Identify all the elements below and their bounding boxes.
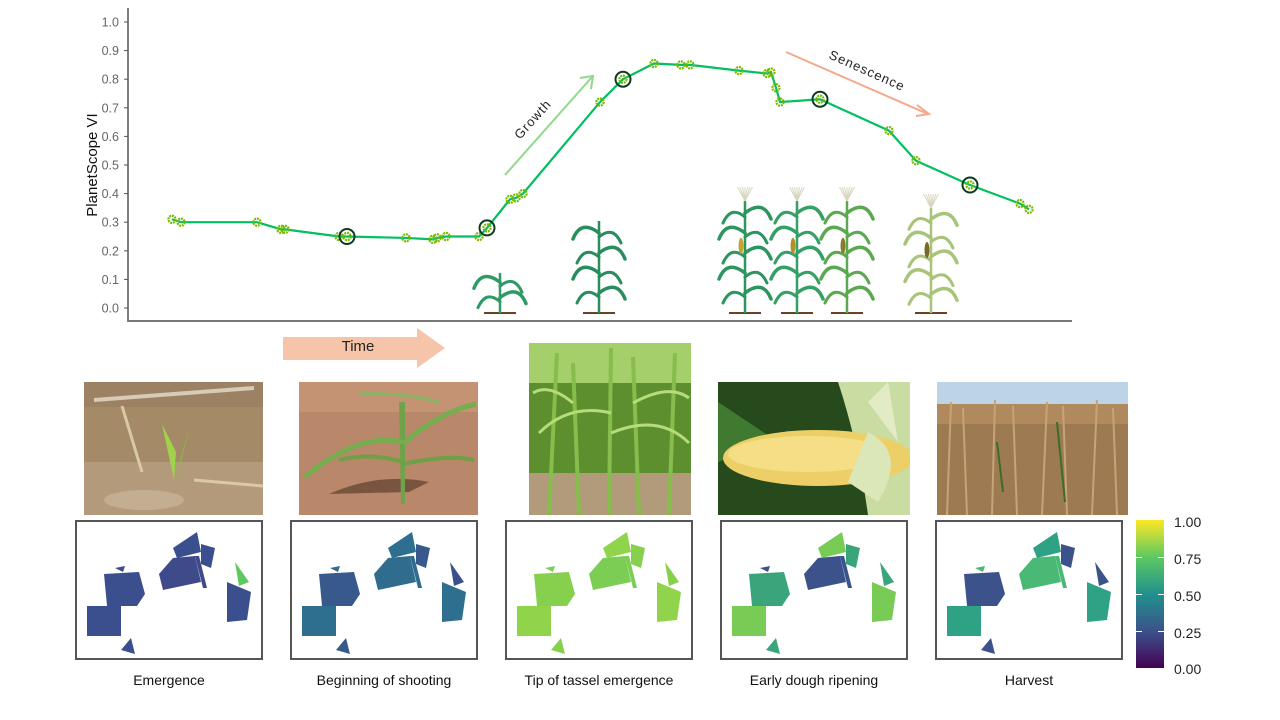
data-point-marker — [276, 224, 286, 235]
data-point-marker — [167, 214, 177, 225]
data-point-marker — [334, 231, 344, 242]
data-point-marker — [911, 156, 921, 166]
maize-growth-illustrations — [472, 186, 959, 314]
photo-harvest — [937, 382, 1128, 515]
stage-highlight-markers — [338, 70, 979, 245]
growth-label: Growth — [511, 96, 554, 142]
stage-marker — [338, 228, 356, 245]
y-tick-label: 1.0 — [102, 16, 119, 30]
stage-label-beginning-of-shooting: Beginning of shooting — [316, 672, 452, 688]
data-point-marker — [775, 97, 785, 107]
y-tick-label: 0.4 — [102, 187, 119, 201]
data-point-marker — [518, 188, 528, 199]
stage-marker — [811, 90, 829, 108]
y-tick-label: 0.6 — [102, 130, 119, 144]
data-point-marker — [685, 60, 695, 70]
y-tick-label: 0.5 — [102, 159, 119, 173]
stage-marker — [478, 219, 496, 237]
data-point-marker — [401, 233, 411, 243]
data-point-marker — [428, 234, 438, 245]
stage-label-emergence: Emergence — [133, 672, 205, 688]
y-tick-label: 0.8 — [102, 73, 119, 87]
data-point-marker — [649, 58, 659, 69]
senescence-arrow — [785, 51, 932, 117]
colorbar-label-0.00: 0.00 — [1174, 661, 1202, 677]
time-label: Time — [341, 338, 375, 355]
colorbar-label-0.25: 0.25 — [1174, 625, 1202, 641]
colorbar-label-1.00: 1.00 — [1174, 514, 1202, 530]
data-point-marker — [676, 60, 686, 70]
data-point-marker — [762, 68, 772, 79]
map-early-dough-ripening — [720, 520, 908, 660]
vi-markers — [167, 58, 1034, 245]
y-tick-label: 0.9 — [102, 44, 119, 58]
data-point-marker — [766, 67, 776, 77]
data-point-marker — [734, 65, 744, 76]
stage-marker — [614, 70, 632, 88]
data-point-marker — [815, 94, 825, 104]
data-point-marker — [771, 83, 781, 93]
data-point-marker — [441, 231, 451, 242]
stage-label-early-dough-ripening: Early dough ripening — [749, 672, 879, 688]
photo-early-dough-ripening — [718, 382, 910, 515]
stage-marker — [961, 176, 979, 194]
data-point-marker — [1024, 204, 1034, 215]
data-point-marker — [252, 217, 262, 227]
data-point-marker — [432, 233, 442, 243]
y-tick-label: 0.2 — [102, 244, 119, 258]
data-point-marker — [1015, 198, 1025, 209]
growth-arrow — [504, 74, 595, 176]
y-tick-label: 0.0 — [102, 302, 119, 316]
data-point-marker — [511, 193, 521, 203]
y-axis-title: PlanetScope VI — [84, 113, 101, 216]
colorbar-label-0.50: 0.50 — [1174, 588, 1202, 604]
stage-label-tip-of-tassel-emergence: Tip of tassel emergence — [524, 672, 674, 688]
data-point-marker — [342, 231, 352, 242]
vi-time-series-chart: 0.0 0.1 0.2 0.3 0.4 0.5 0.6 0.7 0.8 0.9 1.0 Planet… — [84, 8, 1072, 322]
data-point-marker — [176, 217, 186, 227]
y-axis-ticks: 0.0 0.1 0.2 0.3 0.4 0.5 0.6 0.7 0.8 0.9 1.0 — [102, 16, 128, 316]
viridis-colorbar — [1136, 520, 1164, 668]
stage-label-harvest: Harvest — [1004, 672, 1054, 688]
photo-tip-of-tassel-emergence — [529, 343, 691, 515]
y-tick-label: 0.7 — [102, 101, 119, 115]
map-tip-of-tassel-emergence — [505, 520, 693, 660]
data-point-marker — [482, 223, 492, 233]
map-beginning-of-shooting — [290, 520, 478, 660]
photo-beginning-of-shooting — [299, 382, 478, 515]
time-arrow: Time — [283, 328, 445, 368]
map-harvest — [935, 520, 1123, 660]
photo-emergence — [84, 382, 263, 515]
colorbar-label-0.75: 0.75 — [1174, 551, 1202, 567]
y-tick-label: 0.1 — [102, 273, 119, 287]
data-point-marker — [595, 97, 605, 107]
map-emergence — [75, 520, 263, 660]
data-point-marker — [280, 224, 290, 235]
data-point-marker — [474, 231, 484, 242]
data-point-marker — [618, 74, 628, 84]
data-point-marker — [884, 125, 894, 136]
y-tick-label: 0.3 — [102, 216, 119, 230]
data-point-marker — [965, 180, 975, 190]
